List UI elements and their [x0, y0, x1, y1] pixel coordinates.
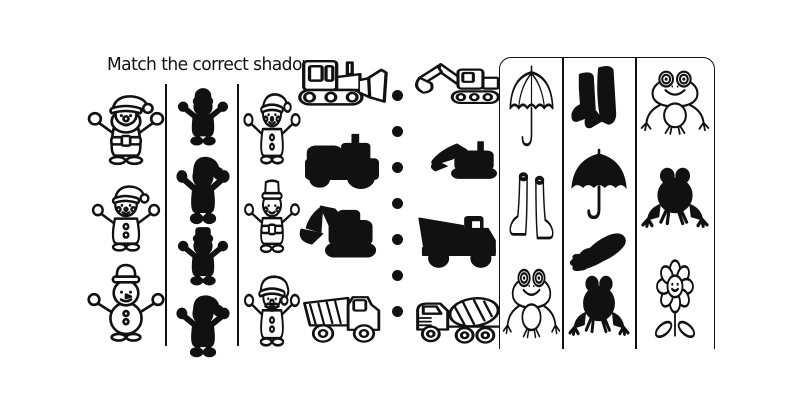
dump-truck-outline-graphic — [302, 295, 381, 344]
snowman-outline[interactable] — [85, 261, 167, 343]
frog-outline-2-graphic — [640, 70, 710, 136]
santa-shadow-1-graphic — [171, 152, 235, 226]
bulldozer-outline-graphic — [298, 59, 388, 107]
kid-shadow-1-graphic — [172, 86, 234, 147]
cement-mixer-outline-graphic — [416, 292, 504, 345]
dozer-shadow[interactable] — [424, 136, 506, 194]
column-divider — [237, 84, 239, 346]
divider-dot — [392, 234, 403, 245]
dotted-divider — [392, 90, 403, 317]
flower-outline[interactable] — [645, 258, 705, 344]
snowman-outline-graphic — [87, 263, 165, 343]
dump-truck-shadow-graphic — [418, 215, 496, 269]
kid-santa-hat-outline[interactable] — [89, 175, 163, 253]
divider-dot — [392, 126, 403, 137]
kid-shadow-1[interactable] — [172, 86, 234, 147]
card-column-divider — [562, 58, 564, 349]
characters-outline-column-left — [84, 86, 168, 348]
divider-dot — [392, 90, 403, 101]
dump-truck-shadow[interactable] — [414, 202, 502, 276]
excavator-shadow[interactable] — [296, 202, 384, 274]
santa-shadow-2-graphic — [171, 291, 235, 359]
page-title: Match the correct shadow — [107, 54, 316, 75]
vehicles-column-right — [408, 56, 506, 356]
card-column-divider — [635, 58, 637, 349]
frog-shadow-2-graphic — [643, 166, 707, 236]
dump-truck-outline[interactable] — [297, 278, 390, 352]
tractor-shadow[interactable] — [299, 132, 385, 196]
bulldozer-outline[interactable] — [294, 54, 391, 126]
flower-outline-graphic — [652, 259, 698, 342]
kid-shadow-2-graphic — [172, 225, 234, 287]
excavator-outline[interactable] — [410, 56, 506, 124]
tractor-shadow-graphic — [304, 133, 380, 190]
excavator-outline-graphic — [414, 62, 500, 105]
santa-outline-graphic — [87, 94, 165, 166]
frog-shadow-2[interactable] — [643, 166, 707, 236]
kid-santa-hat-outline-graphic — [91, 184, 161, 253]
rainy-mixed-column — [500, 58, 714, 349]
dozer-shadow-graphic — [430, 140, 498, 180]
column-divider — [165, 84, 167, 346]
frog-outline-2[interactable] — [640, 68, 710, 142]
divider-dot — [392, 270, 403, 281]
divider-dot — [392, 198, 403, 209]
santa-outline[interactable] — [84, 86, 168, 166]
divider-dot — [392, 306, 403, 317]
divider-dot — [392, 162, 403, 173]
excavator-shadow-graphic — [299, 205, 377, 258]
kid-shadow-2[interactable] — [172, 225, 234, 287]
santa-shadow-1[interactable] — [171, 152, 235, 226]
santa-shadow-2[interactable] — [171, 291, 235, 359]
vehicles-column-left — [294, 54, 391, 354]
rainy-day-card — [499, 57, 715, 349]
cement-mixer-outline[interactable] — [412, 282, 506, 354]
characters-shadow-column — [171, 86, 235, 366]
